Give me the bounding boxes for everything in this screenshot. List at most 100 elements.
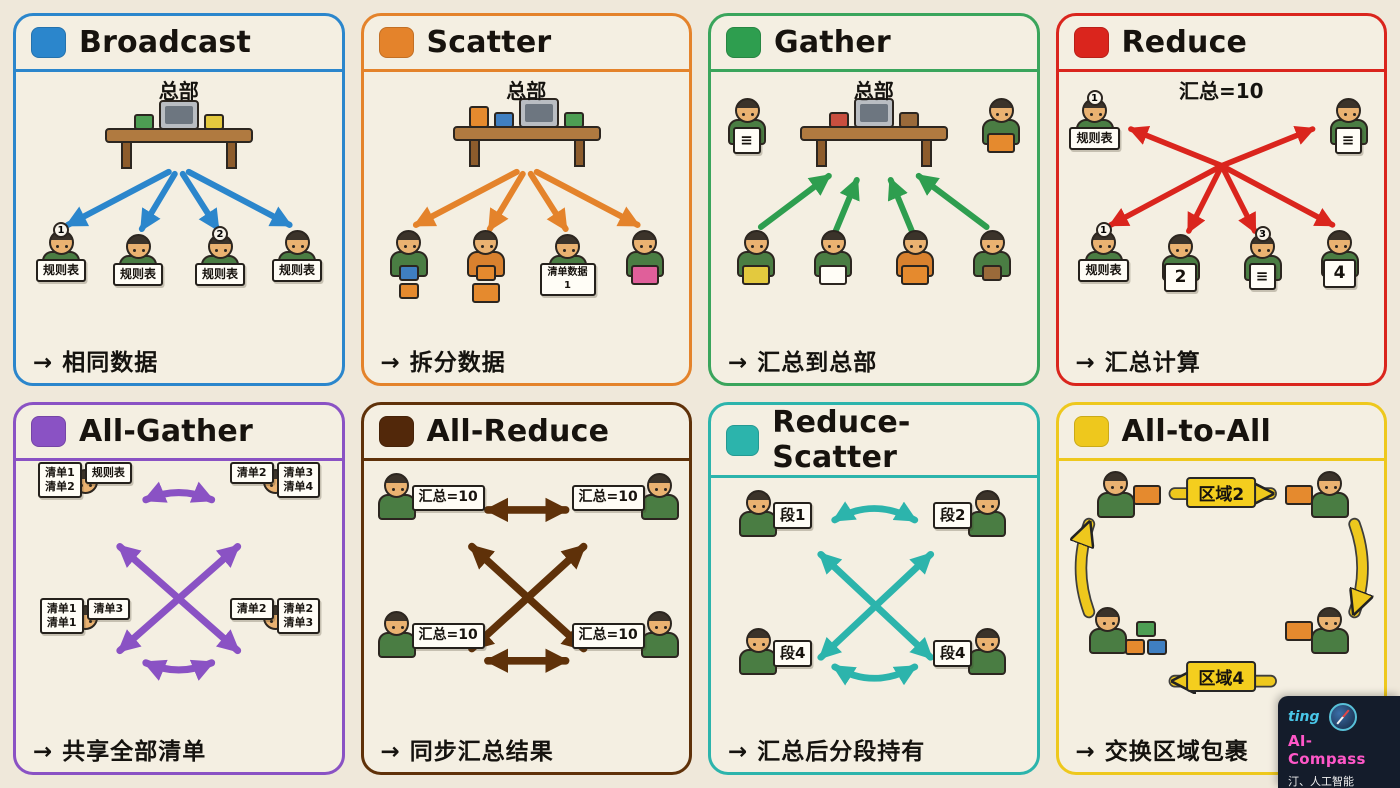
panel-title: All-Gather [79,414,253,449]
package-icon [1132,485,1161,505]
scatter-scene: 总部 [364,72,690,337]
broadcast-color-swatch-icon [31,27,66,58]
rule-table-sign: 规则表 [1078,259,1129,282]
worker-head [979,230,1005,255]
value-sign: 2 [1163,263,1198,293]
package-icon [901,265,929,285]
panel-caption: → 汇总到总部 [728,350,878,376]
panel-caption: → 共享全部清单 [33,739,207,765]
worker-figure: 汇总=10 [571,473,681,520]
segment-sign: 段2 [933,502,973,529]
panel-title: Reduce-Scatter [772,405,911,475]
list-sign: 清单1 清单2 [38,462,82,498]
compass-needle-icon [1336,709,1351,725]
worker-head [743,230,769,255]
panel-reduce-scatter-header: Reduce-Scatter [711,405,1037,478]
worker-figure: 规则表 [110,234,166,286]
worker-head [1336,98,1361,123]
worker-figure: 段4 [933,628,1008,675]
package-icon [1135,621,1156,637]
rule-table-sign: 规则表 [112,263,163,286]
worker-head [974,628,1000,653]
rule-table-sign: 规则表 [271,259,322,282]
package-icon [982,265,1002,281]
worker-figure: 1 规则表 [1076,222,1132,282]
worker-figure: 段1 [737,490,813,537]
panel-title: Gather [774,25,891,60]
rule-table-sign: 规则表 [1069,127,1120,150]
segment-sign: 段1 [773,502,813,529]
package-icon [630,265,659,285]
worker-head [284,230,310,255]
worker-figure: 2 规则表 [192,226,248,286]
held-packages [987,133,1015,153]
gather-color-swatch-icon [726,27,761,58]
package-icon [398,283,419,299]
sum-label: 汇总=10 [1178,79,1264,103]
worker-body [968,511,1007,537]
reduce-scatter-arrows [817,501,935,686]
panel-gather: Gather 总部 ≡ [708,13,1040,386]
panel-reduce: Reduce 汇总=10 1 规则表 [1055,13,1387,386]
worker-figure: 汇总=10 [376,611,485,658]
panel-all-reduce-header: All-Reduce [363,405,689,461]
worker-head [734,98,760,123]
worker-figure: 2 [1153,234,1209,293]
worker-figure [617,230,673,285]
segment-sign: 段4 [773,640,813,667]
all-to-all-scene: 区域2 区域4 [1059,461,1385,726]
worker-head [988,98,1014,123]
worker-figure [1284,471,1351,518]
reduce-scene: 汇总=10 1 规则表 ≡ [1059,72,1385,337]
worker-head [745,490,771,515]
list-sign: 清单2 [229,462,274,484]
worker-figure: 规则表 [269,230,325,282]
package-icon [398,265,419,281]
package-icon [1146,639,1167,655]
worker-head [974,490,1000,515]
panel-reduce-header: Reduce [1058,16,1384,72]
gather-arrows [757,172,990,237]
worker-figure [805,230,861,285]
worker-figure: ≡ [719,98,775,154]
gather-scene: 总部 ≡ [711,72,1037,337]
panel-caption: → 汇总后分段持有 [728,739,926,765]
worker-head [1095,607,1120,632]
worker-head [473,230,498,255]
worker-figure [887,230,943,285]
worker-head [902,230,928,255]
compass-icon [1329,703,1358,731]
worker-body [377,632,416,658]
panel-all-to-all-header: All-to-All [1058,405,1384,461]
sum-sign: 汇总=10 [411,485,485,511]
all-gather-arrows [116,481,242,681]
headquarters-desk-icon [800,98,948,167]
held-packages [398,265,419,299]
region-label-top: 区域2 [1186,477,1257,508]
panel-broadcast: Broadcast 总部 1 规则表 [13,13,345,386]
broadcast-scene: 总部 1 规则表 规则表 [16,72,342,337]
worker-head [820,230,846,255]
document-sign: ≡ [733,127,761,154]
panel-caption: → 相同数据 [33,350,159,376]
panel-title: Reduce [1121,25,1248,60]
worker-figure [728,230,784,285]
reduce-scatter-color-swatch-icon [726,424,760,456]
all-reduce-arrows [467,497,587,674]
panel-title: Broadcast [79,25,252,60]
panel-caption: → 拆分数据 [380,350,506,376]
worker-number-badge: 1 [1086,90,1103,106]
computer-icon [519,98,559,128]
worker-head [647,473,673,498]
list-sign: 规则表 [84,462,132,484]
all-reduce-scene: 汇总=10 汇总=10 汇总=10 汇总=10 [364,461,690,726]
hq-label: 总部 [506,79,547,103]
region-label-bottom: 区域4 [1186,661,1257,692]
document-sign: ≡ [1248,263,1277,290]
worker-figure: 1 规则表 [33,222,89,282]
document-sign: ≡ [1334,127,1363,154]
all-reduce-color-swatch-icon [378,416,414,447]
